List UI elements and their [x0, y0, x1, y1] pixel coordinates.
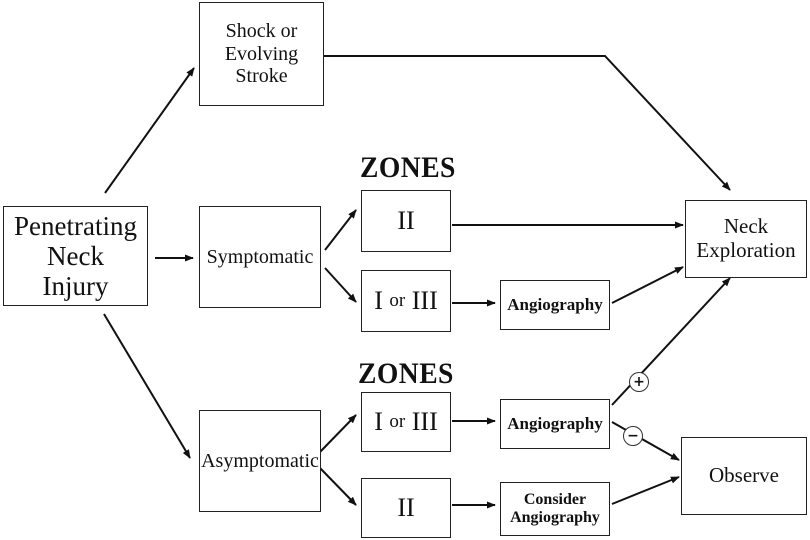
positive-result-sign: + — [629, 372, 649, 392]
zone-label-i: I — [374, 286, 383, 316]
node-observe: Observe — [681, 437, 807, 515]
arrow-symptomatic-to-zone-i-iii — [324, 267, 357, 303]
arrow-angiography-to-exploration — [611, 266, 684, 304]
node-angiography-symptomatic: Angiography — [500, 280, 610, 330]
arrow-angiography-negative-to-observe — [611, 421, 680, 461]
node-neck-exploration: Neck Exploration — [685, 200, 807, 278]
arrow-asymptomatic-to-zone-ii — [319, 467, 357, 506]
zone-label-iii: III — [411, 407, 438, 437]
node-zone-i-or-iii-asymptomatic: I or III — [361, 392, 451, 452]
node-zone-ii-symptomatic: II — [361, 190, 451, 252]
arrow-shock-to-exploration — [323, 55, 731, 191]
arrow-consider-to-observe — [611, 476, 680, 505]
node-symptomatic: Symptomatic — [199, 206, 321, 308]
zone-label-iii: III — [411, 286, 438, 316]
node-zone-i-or-iii-symptomatic: I or III — [361, 270, 451, 332]
zone-label-or: or — [389, 411, 406, 433]
negative-result-sign: − — [623, 426, 643, 446]
arrow-symptomatic-to-zone-ii — [324, 209, 357, 251]
arrow-injury-to-shock — [104, 67, 195, 194]
node-shock-or-evolving-stroke: Shock or Evolving Stroke — [199, 2, 324, 106]
zone-label-or: or — [389, 290, 406, 312]
node-asymptomatic: Asymptomatic — [199, 410, 321, 512]
zone-label-i: I — [374, 407, 383, 437]
arrow-injury-to-asymptomatic — [103, 313, 191, 459]
node-zone-ii-asymptomatic: II — [361, 478, 451, 538]
zones-heading-top: ZONES — [360, 151, 456, 184]
node-consider-angiography: Consider Angiography — [500, 482, 610, 536]
arrow-asymptomatic-to-zone-i-iii — [319, 414, 357, 453]
node-penetrating-neck-injury: Penetrating Neck Injury — [3, 206, 148, 306]
zones-heading-bottom: ZONES — [358, 357, 454, 390]
node-angiography-asymptomatic: Angiography — [500, 399, 610, 449]
